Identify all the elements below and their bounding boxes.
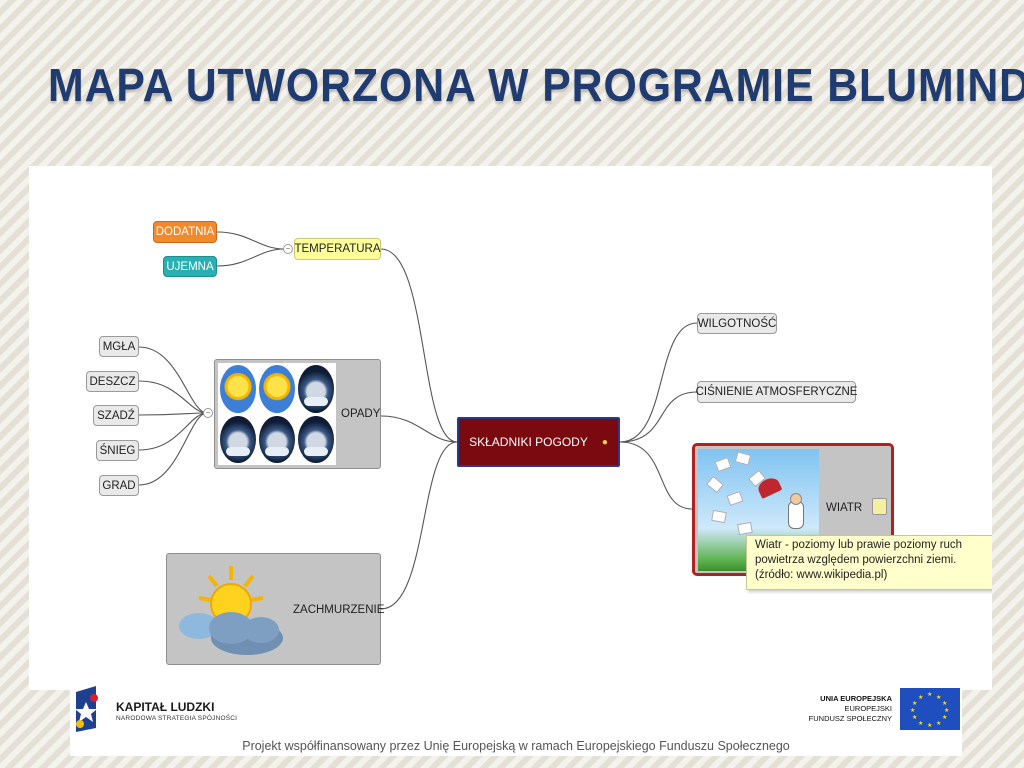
node-opady[interactable]: OPADY	[214, 359, 381, 469]
lightbulb-icon[interactable]: ●	[601, 436, 608, 448]
node-mgla[interactable]: MGŁA	[99, 336, 139, 357]
node-central[interactable]: SKŁADNIKI POGODY ●	[457, 417, 620, 467]
sun-icon	[259, 365, 295, 413]
lightbulb-icon[interactable]	[872, 498, 887, 515]
node-deszcz[interactable]: DESZCZ	[86, 371, 139, 392]
kapital-ludzki-title: KAPITAŁ LUDZKI	[116, 700, 215, 714]
node-zachmurzenie-label: ZACHMURZENIE	[293, 604, 385, 616]
collapse-toggle-temperatura[interactable]: −	[283, 244, 293, 254]
node-dodatnia[interactable]: DODATNIA	[153, 221, 217, 243]
ue-text: UNIA EUROPEJSKA EUROPEJSKI FUNDUSZ SPOŁE…	[809, 694, 892, 724]
snow-icon	[298, 415, 334, 463]
sun-cloud-icon	[179, 566, 283, 655]
rain-icon	[220, 415, 256, 463]
sun-icon	[220, 365, 256, 413]
mindmap-canvas[interactable]: DODATNIA UJEMNA − TEMPERATURA MGŁA DESZC…	[29, 166, 992, 690]
node-snieg[interactable]: ŚNIEG	[96, 440, 139, 461]
node-central-label: SKŁADNIKI POGODY	[469, 435, 588, 449]
kapital-ludzki-subtitle: NARODOWA STRATEGIA SPÓJNOŚCI	[116, 715, 238, 722]
node-cisnienie[interactable]: CIŚNIENIE ATMOSFERYCZNE	[696, 381, 857, 403]
node-opady-label: OPADY	[341, 408, 381, 420]
mindmap-links	[138, 231, 698, 610]
ue-line-2: EUROPEJSKI	[844, 704, 892, 713]
node-zachmurzenie[interactable]: ZACHMURZENIE	[166, 553, 385, 665]
tooltip-line-2: powietrza względem powierzchni ziemi.	[755, 554, 957, 566]
node-ujemna[interactable]: UJEMNA	[163, 256, 217, 277]
weather-icons-grid	[218, 363, 336, 465]
slide-title: MAPA UTWORZONA W PROGRAMIE BLUMIND	[48, 59, 1024, 111]
node-wilgotnosc[interactable]: WILGOTNOŚĆ	[697, 313, 777, 334]
node-wiatr-label: WIATR	[826, 502, 863, 514]
tooltip-wiatr: Wiatr - poziomy lub prawie poziomy ruch …	[746, 535, 992, 590]
footer-logos: KAPITAŁ LUDZKI NARODOWA STRATEGIA SPÓJNO…	[70, 682, 962, 756]
footer-note: Projekt współfinansowany przez Unię Euro…	[242, 739, 790, 753]
node-grad[interactable]: GRAD	[99, 475, 139, 496]
node-szadz[interactable]: SZADŹ	[93, 405, 139, 426]
node-temperatura[interactable]: TEMPERATURA	[294, 238, 381, 260]
storm-icon	[259, 415, 295, 463]
eu-flag-icon: ★ ★ ★ ★ ★ ★ ★ ★ ★ ★ ★ ★	[900, 688, 960, 730]
cloud-icon	[298, 365, 334, 413]
tooltip-line-1: Wiatr - poziomy lub prawie poziomy ruch	[755, 539, 963, 551]
wind-illustration	[698, 449, 819, 571]
tooltip-line-3: (źródło: www.wikipedia.pl)	[755, 569, 888, 581]
ue-line-3: FUNDUSZ SPOŁECZNY	[808, 714, 892, 723]
collapse-toggle-opady[interactable]: −	[203, 408, 213, 418]
ue-line-1: UNIA EUROPEJSKA	[820, 694, 892, 703]
kapital-ludzki-logo	[75, 686, 98, 732]
